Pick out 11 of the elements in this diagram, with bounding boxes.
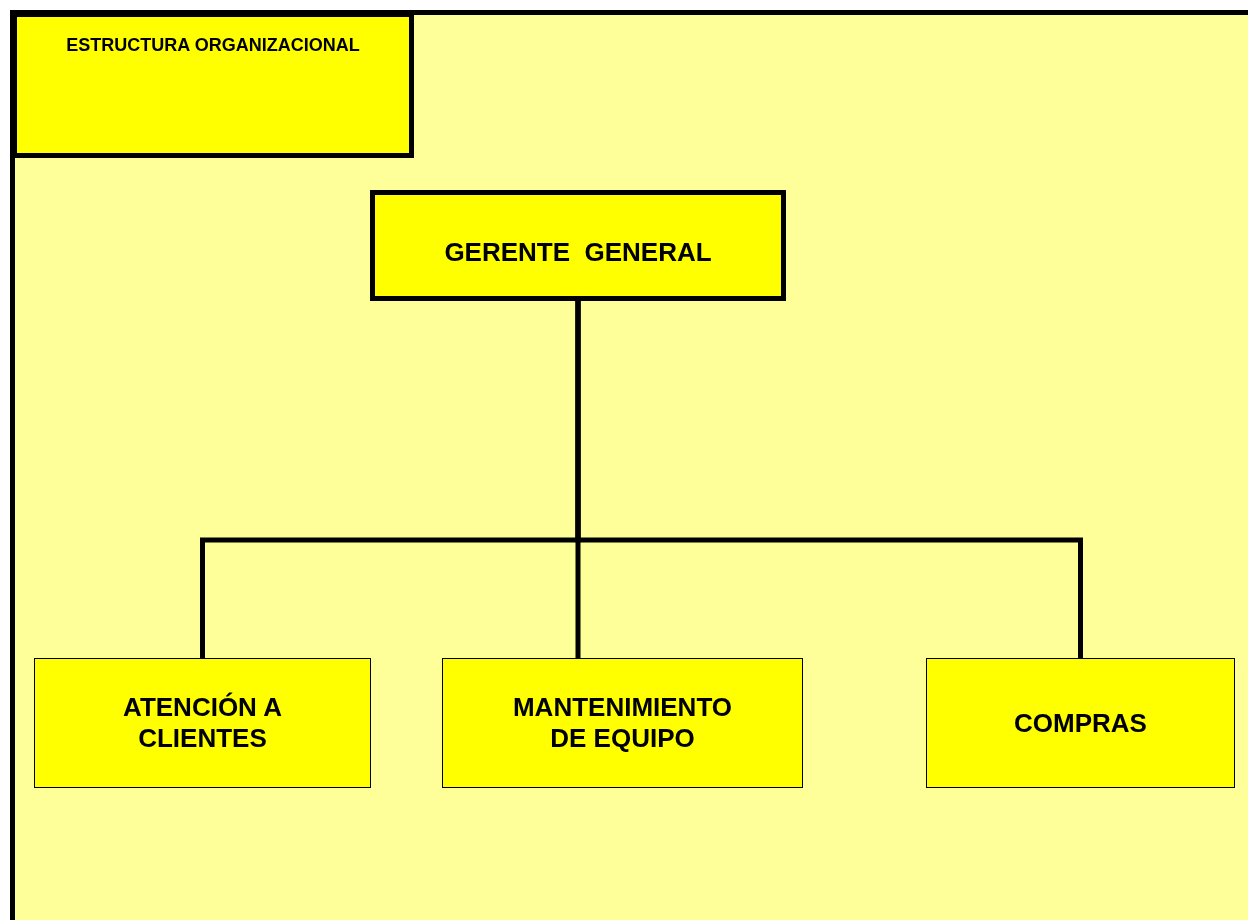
manager-box [370, 190, 786, 301]
department-box [442, 658, 803, 788]
department-box [34, 658, 371, 788]
node-label: COMPRAS [1014, 707, 1147, 739]
connector-line [575, 301, 1083, 658]
node-label: ATENCIÓN A CLIENTES [122, 692, 283, 754]
node-label: MANTENIMIENTO DE EQUIPO [511, 692, 734, 754]
node-label: ESTRUCTURA ORGANIZACIONAL [66, 35, 360, 56]
title-box [12, 12, 414, 158]
node-label: GERENTE GENERAL [444, 237, 712, 268]
department-box [926, 658, 1235, 788]
